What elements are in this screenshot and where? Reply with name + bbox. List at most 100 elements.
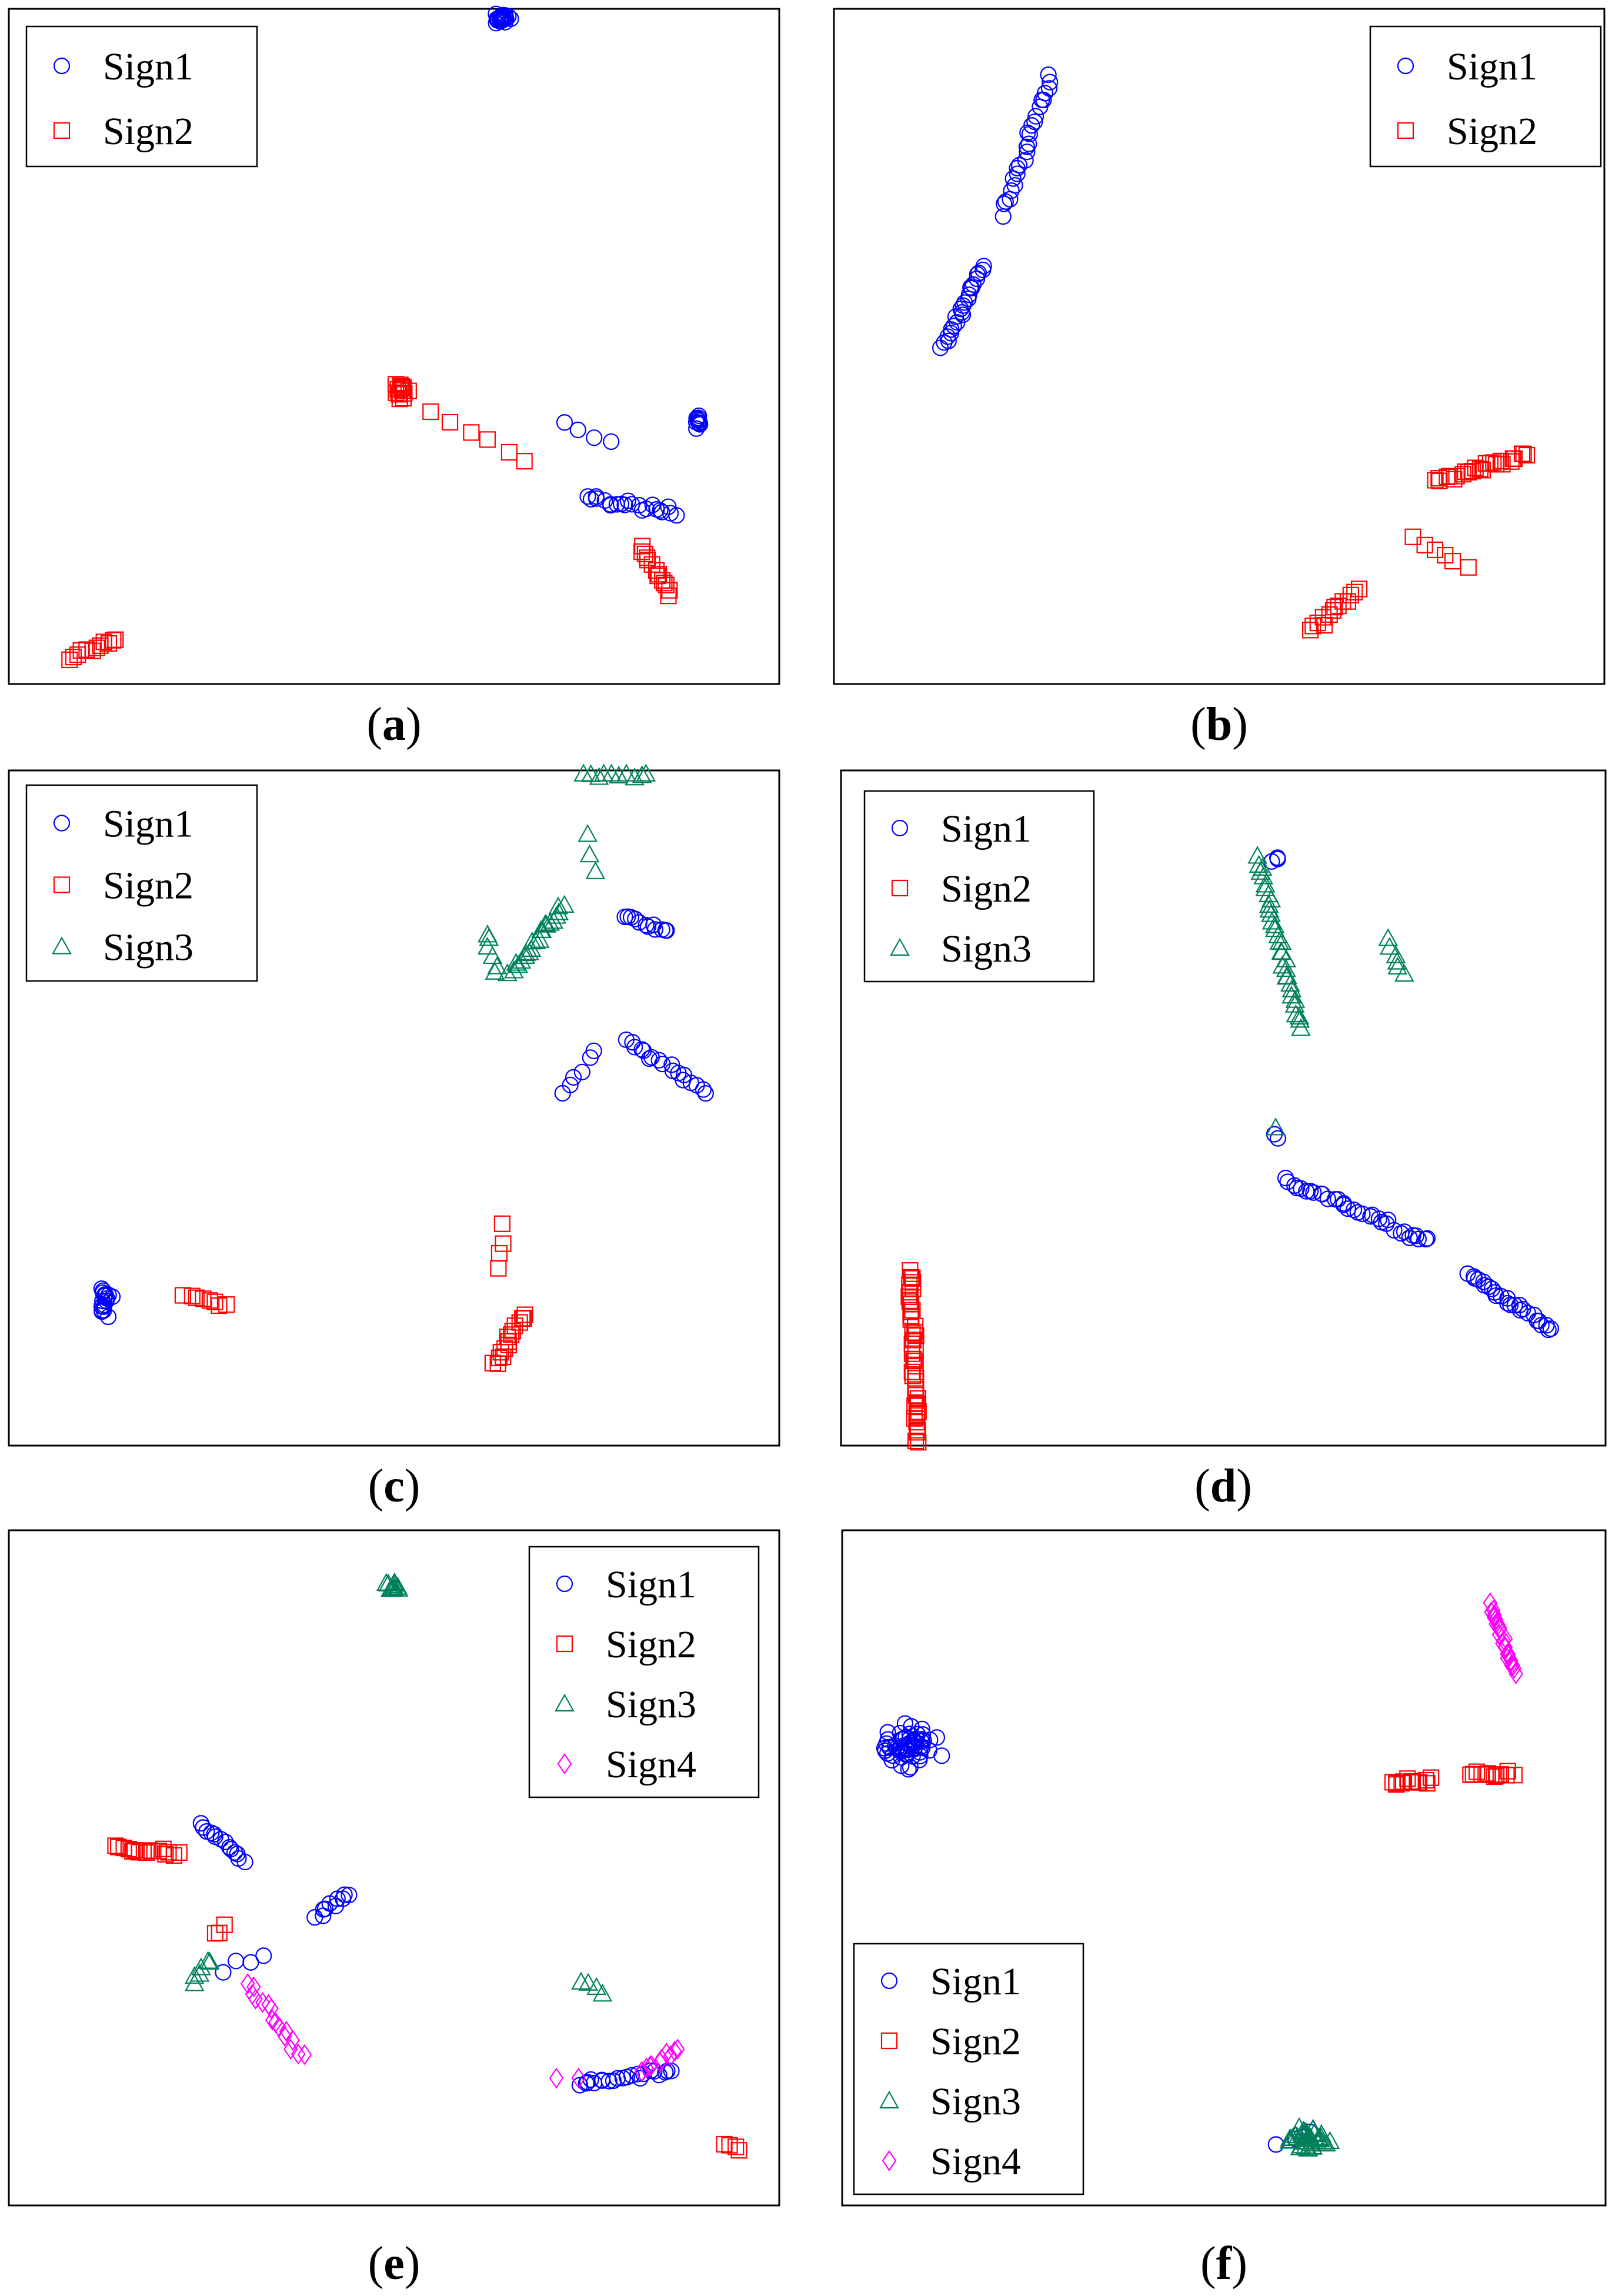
data-point — [636, 545, 653, 563]
data-point — [124, 1843, 141, 1860]
data-point — [646, 921, 664, 938]
data-point — [997, 193, 1014, 210]
data-point — [1423, 1769, 1440, 1786]
data-point — [503, 1326, 520, 1343]
data-point — [663, 1056, 680, 1073]
data-point — [877, 1742, 894, 1759]
data-point — [1259, 895, 1279, 913]
data-point — [203, 1824, 220, 1841]
data-point — [422, 403, 439, 421]
data-point — [157, 1846, 174, 1863]
data-point — [638, 917, 655, 934]
data-point — [969, 266, 986, 283]
data-point — [206, 1293, 223, 1310]
data-point — [1540, 1321, 1557, 1339]
data-point — [609, 765, 629, 784]
data-point — [602, 496, 619, 513]
data-point — [297, 2044, 312, 2065]
data-point — [1492, 452, 1509, 470]
data-point — [1261, 904, 1281, 922]
data-point — [1419, 1775, 1436, 1792]
data-point — [1011, 156, 1028, 174]
data-point — [376, 1573, 396, 1591]
data-point — [600, 2073, 618, 2090]
data-point — [596, 492, 613, 509]
data-point — [236, 1853, 253, 1871]
legend-marker — [556, 1635, 573, 1653]
data-point — [160, 1844, 177, 1861]
legend-label: Sign4 — [930, 2140, 1021, 2183]
data-point — [1019, 144, 1036, 161]
data-point — [657, 922, 674, 939]
data-point — [1342, 586, 1359, 603]
data-point — [492, 13, 509, 30]
data-point — [1404, 1773, 1421, 1790]
data-point — [218, 1296, 235, 1313]
panel-label: (d) — [1194, 1460, 1252, 1512]
data-point — [727, 2138, 745, 2155]
series-sign1 — [488, 5, 709, 524]
data-point — [904, 1367, 921, 1384]
data-point — [500, 8, 517, 25]
data-point — [660, 588, 677, 605]
data-point — [107, 1837, 124, 1854]
data-point — [479, 927, 499, 946]
legend-label: Sign3 — [606, 1683, 696, 1726]
data-point — [1479, 1765, 1496, 1782]
data-point — [516, 453, 533, 470]
data-point — [644, 2055, 659, 2076]
data-point — [721, 2137, 738, 2154]
data-point — [171, 1844, 188, 1861]
data-point — [893, 1731, 911, 1748]
data-point — [393, 380, 411, 397]
data-point — [1280, 2130, 1300, 2148]
data-point — [1299, 2129, 1319, 2147]
data-point — [580, 764, 601, 782]
data-point — [1500, 1647, 1515, 1669]
data-point — [1401, 1229, 1418, 1246]
data-point — [400, 382, 417, 399]
data-point — [554, 895, 575, 913]
data-point — [1499, 1294, 1516, 1312]
data-point — [1487, 1287, 1504, 1304]
data-point — [1486, 1768, 1503, 1785]
data-point — [1302, 1183, 1319, 1200]
data-point — [903, 1718, 920, 1735]
data-point — [900, 1761, 917, 1778]
data-point — [619, 492, 636, 509]
data-point — [96, 1296, 113, 1314]
data-point — [578, 824, 598, 842]
data-point — [94, 1293, 111, 1310]
data-point — [506, 953, 526, 971]
data-point — [571, 2077, 589, 2094]
series-sign2 — [61, 376, 678, 669]
data-point — [1354, 1205, 1371, 1223]
data-point — [1004, 170, 1022, 187]
legend-marker — [890, 937, 910, 956]
data-point — [1280, 2128, 1300, 2147]
data-point — [906, 1410, 923, 1427]
data-point — [585, 861, 606, 879]
series-sign1 — [192, 1815, 680, 2094]
data-point — [396, 385, 413, 402]
legend-label: Sign1 — [941, 807, 1032, 850]
data-point — [663, 2045, 678, 2067]
data-point — [1305, 1184, 1322, 1201]
data-point — [526, 931, 546, 950]
data-point — [1324, 602, 1342, 619]
data-point — [1291, 1018, 1311, 1036]
series-sign3 — [1279, 2117, 1340, 2157]
data-point — [920, 1742, 938, 1759]
data-point — [540, 913, 560, 931]
data-point — [78, 641, 95, 658]
data-point — [479, 431, 496, 448]
data-point — [191, 1957, 211, 1975]
data-point — [336, 1886, 353, 1903]
